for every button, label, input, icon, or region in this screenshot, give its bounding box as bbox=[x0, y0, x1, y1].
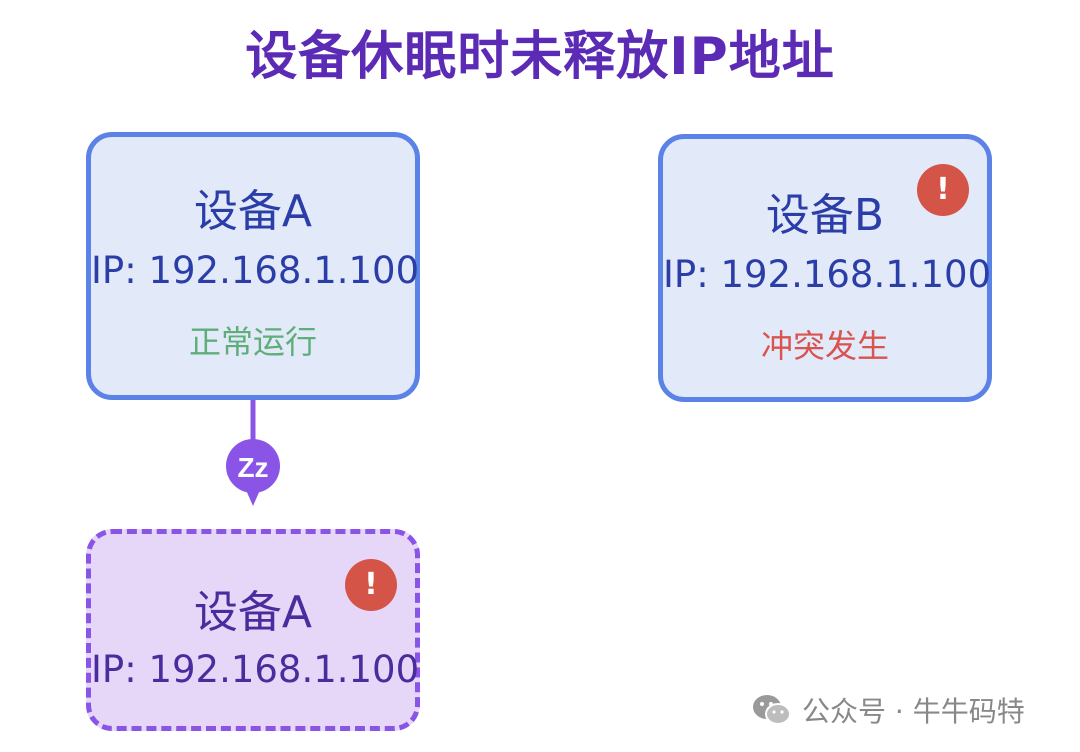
device-a-sleeping-ip: IP: 192.168.1.100 bbox=[91, 648, 420, 691]
device-a-status: 正常运行 bbox=[188, 323, 317, 361]
device-a-card: 设备A IP: 192.168.1.100 正常运行 bbox=[86, 132, 420, 400]
sleep-icon bbox=[226, 439, 280, 493]
watermark: 公众号 · 牛牛码特 bbox=[752, 690, 1025, 730]
device-b-ip: IP: 192.168.1.100 bbox=[663, 253, 992, 296]
device-a-ip: IP: 192.168.1.100 bbox=[91, 249, 420, 292]
device-a-sleeping-name: 设备A bbox=[193, 587, 313, 638]
sleep-icon-label: Zz bbox=[237, 452, 268, 483]
device-b-name: 设备B bbox=[765, 190, 885, 241]
exclamation-icon: ! bbox=[917, 164, 969, 216]
watermark-text: 公众号 · 牛牛码特 bbox=[802, 695, 1025, 728]
device-a-sleeping-card: 设备A IP: 192.168.1.100 ! bbox=[86, 529, 420, 731]
device-b-card: 设备B IP: 192.168.1.100 冲突发生 ! bbox=[658, 134, 992, 402]
wechat-icon bbox=[753, 695, 791, 725]
device-a-name: 设备A bbox=[193, 186, 313, 237]
connector-arrowhead bbox=[246, 490, 260, 506]
exclamation-icon: ! bbox=[345, 559, 397, 611]
device-b-status: 冲突发生 bbox=[760, 327, 889, 365]
diagram-title: 设备休眠时未释放IP地址 bbox=[245, 27, 835, 87]
